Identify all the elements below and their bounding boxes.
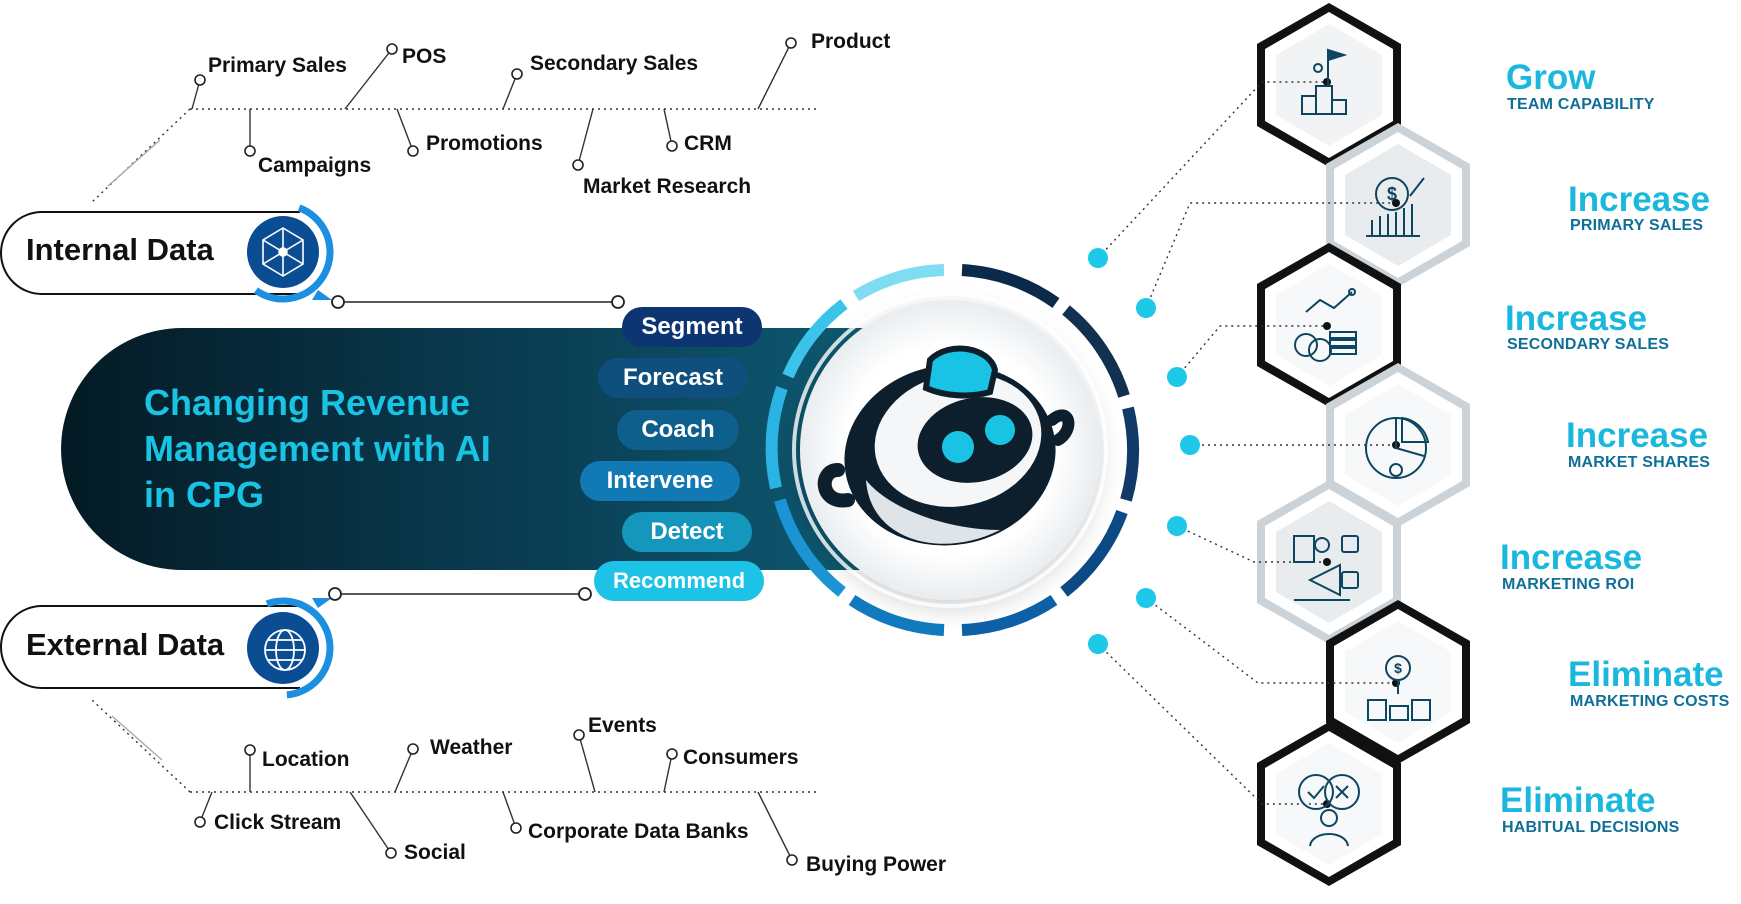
- internal-sources-lines: [91, 42, 820, 203]
- source-location: Location: [262, 748, 350, 771]
- headline-line-3: in CPG: [144, 474, 265, 515]
- goal-5-subtitle: MARKETING ROI: [1502, 576, 1635, 593]
- source-product: Product: [811, 30, 891, 53]
- source-weather: Weather: [430, 736, 513, 759]
- cost-flow-icon: $: [1367, 655, 1431, 721]
- globe-icon: [264, 629, 306, 671]
- goal-1-subtitle: TEAM CAPABILITY: [1507, 96, 1655, 113]
- goal-7-subtitle: HABITUAL DECISIONS: [1502, 819, 1680, 836]
- source-corporate-data-banks: Corporate Data Banks: [528, 820, 749, 843]
- external-data-pill: [0, 587, 592, 699]
- source-crm: CRM: [684, 132, 732, 155]
- goal-connector-dots: [1088, 248, 1200, 654]
- pie-chart-icon: [1365, 416, 1430, 479]
- source-events: Events: [588, 714, 657, 737]
- source-consumers: Consumers: [683, 746, 799, 769]
- goal-6-subtitle: MARKETING COSTS: [1570, 693, 1730, 710]
- coins-trend-icon: [1294, 288, 1357, 362]
- goal-hexagons: [1257, 3, 1470, 886]
- source-primary-sales: Primary Sales: [208, 54, 347, 77]
- source-secondary-sales: Secondary Sales: [530, 52, 699, 75]
- decision-person-icon: [1298, 774, 1360, 847]
- goal-4-subtitle: MARKET SHARES: [1568, 454, 1711, 471]
- goal-2-title: Increase: [1568, 180, 1711, 219]
- source-promotions: Promotions: [426, 132, 543, 155]
- goal-7-title: Eliminate: [1500, 781, 1656, 820]
- goal-5-title: Increase: [1500, 538, 1643, 577]
- goal-6-title: Eliminate: [1568, 655, 1724, 694]
- hex-4: [1326, 363, 1470, 527]
- external-source-dots: [194, 729, 798, 866]
- external-data-label: External Data: [26, 627, 225, 662]
- headline-line-1: Changing Revenue: [144, 382, 471, 423]
- tag-coach: Coach: [617, 410, 739, 450]
- megaphone-social-icon: [1293, 535, 1359, 601]
- internal-source-dots: [194, 37, 797, 171]
- goal-3-title: Increase: [1505, 299, 1648, 338]
- tag-recommend: Recommend: [594, 561, 764, 601]
- goal-4-title: Increase: [1566, 416, 1709, 455]
- source-social: Social: [404, 841, 466, 864]
- flag-podium-icon: [1301, 48, 1348, 115]
- source-click-stream: Click Stream: [214, 811, 342, 834]
- tag-intervene: Intervene: [580, 461, 740, 501]
- tag-detect: Detect: [622, 512, 752, 552]
- source-buying-power: Buying Power: [806, 853, 947, 876]
- internal-data-label: Internal Data: [26, 232, 214, 267]
- tag-segment: Segment: [622, 307, 762, 347]
- network-icon: [262, 227, 304, 277]
- core-ring: [765, 264, 1140, 636]
- source-campaigns: Campaigns: [258, 154, 372, 177]
- source-market-research: Market Research: [583, 175, 752, 198]
- goal-3-subtitle: SECONDARY SALES: [1507, 336, 1670, 353]
- internal-data-pill: [0, 201, 625, 309]
- robot-mascot-icon: [817, 345, 1075, 546]
- dollar-growth-icon: $: [1366, 177, 1425, 237]
- headline-line-2: Management with AI: [144, 428, 491, 469]
- goal-1-title: Grow: [1506, 58, 1596, 97]
- tag-forecast: Forecast: [598, 358, 748, 398]
- svg-text:$: $: [1387, 184, 1397, 204]
- svg-text:$: $: [1394, 660, 1402, 676]
- goal-2-subtitle: PRIMARY SALES: [1570, 217, 1704, 234]
- headline: Changing Revenue Management with AI in C…: [144, 380, 564, 518]
- source-pos: POS: [402, 45, 447, 68]
